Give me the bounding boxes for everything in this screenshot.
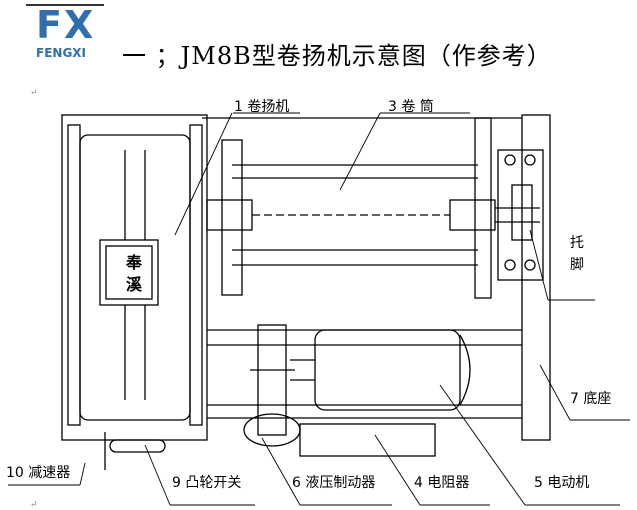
label-winch: 1 卷扬机 [234, 99, 290, 115]
label-bracket-1: 托 [570, 235, 584, 251]
logo-rule [26, 4, 104, 6]
label-drum: 3 卷 筒 [388, 99, 434, 115]
paragraph-mark: ↵ [30, 88, 38, 98]
leader-lines [8, 112, 630, 506]
label-motor: 5 电动机 [534, 475, 590, 491]
logo-mark: FX [36, 3, 96, 47]
drum [206, 117, 540, 299]
gearbox-stamp: 奉 溪 [126, 252, 142, 296]
label-reducer: 10 减速器 [6, 465, 71, 481]
label-base: 7 底座 [570, 391, 612, 407]
label-brake: 6 液压制动器 [292, 475, 376, 491]
hydraulic-brake [243, 324, 301, 447]
bracket [497, 149, 544, 281]
paragraph-mark: ↵ [30, 500, 38, 510]
stamp-char-1: 奉 [126, 253, 143, 272]
label-cam-switch: 9 凸轮开关 [172, 475, 242, 491]
cam-switch [104, 432, 166, 470]
label-bracket-2: 脚 [570, 257, 584, 273]
stamp-char-2: 溪 [126, 275, 143, 294]
logo-name: FENGXI [36, 46, 87, 60]
page-title: 一 ；JM8B型卷扬机示意图（作参考） [122, 42, 552, 70]
label-resistor: 4 电阻器 [414, 475, 470, 491]
motor [290, 329, 471, 411]
resistor [299, 423, 436, 457]
reducer-body [61, 114, 208, 441]
